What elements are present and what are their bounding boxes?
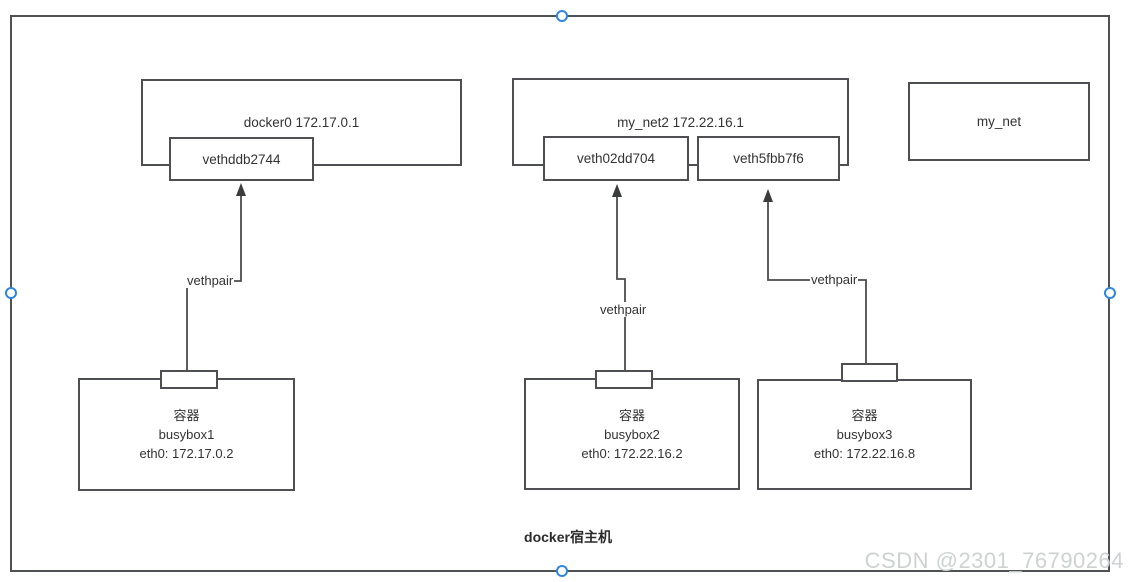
vethpair-wire-2 bbox=[616, 196, 626, 370]
container-box-busybox3[interactable]: 容器 busybox3 eth0: 172.22.16.8 bbox=[757, 379, 972, 490]
resize-handle-bottom[interactable] bbox=[556, 565, 568, 577]
veth-box-veth5fbb7f6[interactable]: veth5fbb7f6 bbox=[697, 136, 840, 181]
container-box-busybox2[interactable]: 容器 busybox2 eth0: 172.22.16.2 bbox=[524, 378, 740, 490]
network-label-my-net2: my_net2 172.22.16.1 bbox=[617, 114, 744, 130]
container-kind-label: 容器 bbox=[173, 408, 200, 423]
vethpair-label-2: vethpair bbox=[599, 302, 648, 317]
container-iface: eth0: 172.17.0.2 bbox=[139, 446, 234, 461]
arrowhead-up-icon bbox=[612, 184, 622, 197]
container-name: busybox1 bbox=[158, 427, 215, 442]
container-kind-label: 容器 bbox=[851, 408, 878, 423]
csdn-watermark: CSDN @2301_76790264 bbox=[864, 548, 1124, 573]
container-name: busybox3 bbox=[836, 427, 893, 442]
container-eth0-port-busybox3[interactable] bbox=[841, 363, 898, 382]
container-eth0-port-busybox1[interactable] bbox=[160, 370, 218, 389]
network-label-my-net: my_net bbox=[976, 114, 1022, 129]
resize-handle-right[interactable] bbox=[1104, 287, 1116, 299]
vethpair-label-3: vethpair bbox=[810, 272, 859, 287]
arrowhead-up-icon bbox=[763, 189, 773, 202]
container-name: busybox2 bbox=[604, 426, 660, 442]
vethpair-label-1: vethpair bbox=[186, 273, 235, 288]
host-title: docker宿主机 bbox=[524, 529, 612, 545]
container-iface: eth0: 172.22.16.2 bbox=[581, 445, 683, 461]
resize-handle-left[interactable] bbox=[5, 287, 17, 299]
resize-handle-top[interactable] bbox=[556, 10, 568, 22]
network-box-my-net[interactable]: my_net bbox=[908, 82, 1090, 161]
container-iface: eth0: 172.22.16.8 bbox=[813, 446, 916, 461]
container-eth0-port-busybox2[interactable] bbox=[595, 370, 653, 389]
container-kind-label: 容器 bbox=[618, 407, 645, 423]
arrowhead-up-icon bbox=[236, 183, 246, 196]
veth-box-vethddb2744[interactable]: vethddb2744 bbox=[169, 137, 314, 181]
veth-box-veth02dd704[interactable]: veth02dd704 bbox=[543, 136, 689, 181]
veth-label: veth5fbb7f6 bbox=[733, 151, 804, 166]
network-label-docker0: docker0 172.17.0.1 bbox=[243, 115, 360, 130]
veth-label: vethddb2744 bbox=[202, 151, 281, 167]
container-box-busybox1[interactable]: 容器 busybox1 eth0: 172.17.0.2 bbox=[78, 378, 295, 491]
veth-label: veth02dd704 bbox=[576, 151, 656, 166]
